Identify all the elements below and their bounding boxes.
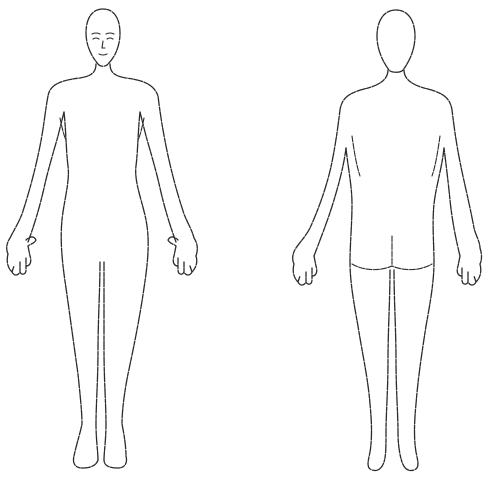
front-right-outer-contour bbox=[110, 64, 197, 256]
back-shoulder-blade-left bbox=[352, 136, 360, 176]
front-view-figure bbox=[7, 9, 198, 468]
back-shoulder-blade-right bbox=[432, 136, 440, 176]
front-brow-right bbox=[106, 33, 114, 34]
front-brow-left bbox=[92, 33, 100, 34]
front-left-hand bbox=[7, 237, 36, 275]
back-right-outer-contour bbox=[404, 70, 482, 264]
front-eye-left bbox=[93, 38, 99, 39]
front-head-outline bbox=[86, 9, 120, 66]
back-left-inner-leg bbox=[384, 270, 390, 462]
back-right-torso bbox=[402, 148, 444, 471]
front-right-hand bbox=[168, 237, 197, 275]
back-right-inner-arm bbox=[444, 148, 460, 256]
front-mouth bbox=[99, 54, 107, 55]
back-left-inner-arm bbox=[314, 148, 346, 256]
back-left-hand bbox=[293, 256, 317, 285]
back-right-hand bbox=[457, 256, 481, 285]
front-face bbox=[92, 33, 114, 55]
back-head-outline bbox=[377, 10, 415, 72]
front-right-inner-leg bbox=[104, 262, 106, 460]
front-left-torso bbox=[61, 112, 98, 468]
front-right-torso bbox=[104, 112, 148, 468]
front-eye-right bbox=[107, 38, 113, 39]
back-view-figure bbox=[293, 10, 482, 471]
back-left-torso bbox=[346, 148, 384, 471]
front-left-inner-leg bbox=[96, 262, 100, 460]
back-left-outer-contour bbox=[293, 70, 388, 264]
front-nose bbox=[102, 41, 105, 48]
front-right-inner-arm bbox=[140, 112, 176, 242]
back-right-inner-leg bbox=[394, 270, 402, 462]
